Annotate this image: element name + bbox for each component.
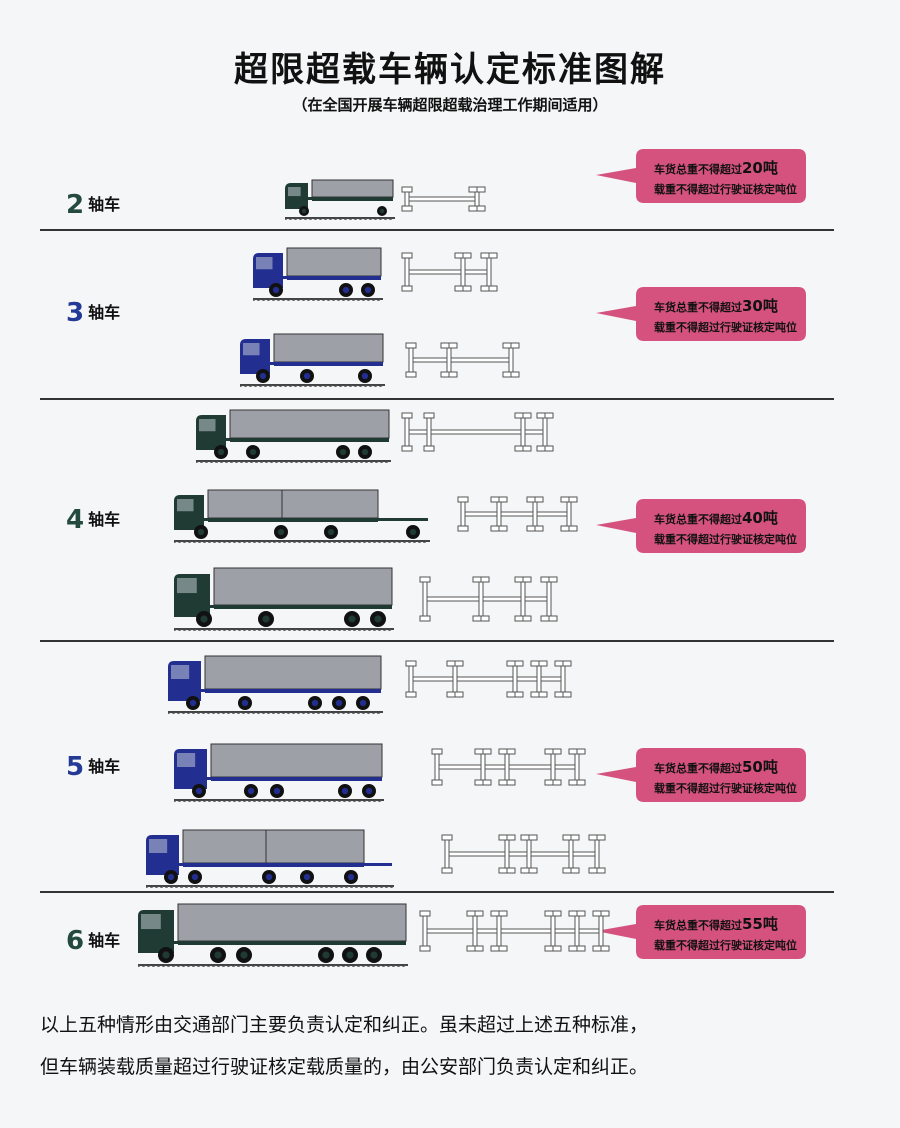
axle-diagram-4a-icon <box>401 412 554 452</box>
axle-diagram-6-icon <box>419 910 610 952</box>
axle-diagram-4c-icon <box>419 576 558 622</box>
axle-diagram-3a-icon <box>401 252 498 292</box>
section-divider <box>40 640 834 642</box>
footer-text-line1: 以上五种情形由交通部门主要负责认定和纠正。虽未超过上述五种标准， <box>40 1014 649 1036</box>
section-divider <box>40 398 834 400</box>
limit-bubble-5: 车货总重不得超过50吨 载重不得超过行驶证核定吨位 <box>596 742 806 806</box>
page-subtitle: （在全国开展车辆超限超载治理工作期间适用） <box>292 96 608 114</box>
limit-bubble-2: 车货总重不得超过20吨 载重不得超过行驶证核定吨位 <box>596 143 806 207</box>
page-title: 超限超载车辆认定标准图解 <box>234 50 666 90</box>
truck-5-axle-semitrailer-a-icon <box>168 655 383 714</box>
truck-5-axle-semitrailer-b-icon <box>174 743 384 802</box>
axle-diagram-4b-icon <box>457 496 578 532</box>
axle-diagram-2-icon <box>401 186 486 212</box>
truck-3-axle-rigid-icon <box>253 247 383 301</box>
axle-diagram-5a-icon <box>405 660 572 698</box>
axle-diagram-5c-icon <box>441 834 606 874</box>
limit-bubble-6: 车货总重不得超过55吨 载重不得超过行驶证核定吨位 <box>596 899 806 963</box>
truck-4-axle-semitrailer-icon <box>174 567 394 631</box>
truck-4-axle-trailer-icon <box>174 489 430 543</box>
footer-text-line2: 但车辆装载质量超过行驶证核定载质量的，由公安部门负责认定和纠正。 <box>40 1056 649 1078</box>
truck-6-axle-semitrailer-icon <box>138 903 408 967</box>
truck-4-axle-rigid-icon <box>196 409 391 463</box>
axle-diagram-5b-icon <box>431 748 586 786</box>
truck-5-axle-trailer-icon <box>146 829 394 888</box>
limit-bubble-3: 车货总重不得超过30吨 载重不得超过行驶证核定吨位 <box>596 281 806 345</box>
section-divider <box>40 229 834 231</box>
limit-bubble-4: 车货总重不得超过40吨 载重不得超过行驶证核定吨位 <box>596 493 806 557</box>
truck-3-axle-semitrailer-icon <box>240 333 385 387</box>
axle-diagram-3b-icon <box>405 342 520 378</box>
truck-2-axle-icon <box>285 179 395 220</box>
section-divider <box>40 891 834 893</box>
